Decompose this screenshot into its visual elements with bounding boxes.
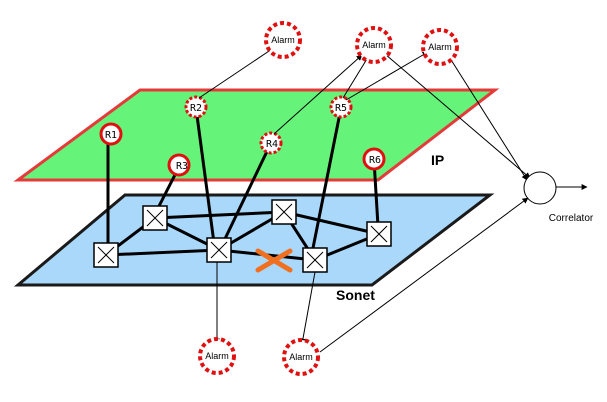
router-r2: R2 bbox=[184, 95, 208, 119]
router-label: R2 bbox=[190, 103, 202, 114]
alarm-top-1: Alarm bbox=[264, 21, 302, 59]
cross-box-icon bbox=[146, 209, 164, 227]
switch-6 bbox=[366, 221, 392, 247]
alarm-bottom-2: Alarm bbox=[282, 338, 320, 376]
cross-box-icon bbox=[97, 246, 115, 264]
alarm-arrows bbox=[198, 46, 429, 345]
sonet-layer bbox=[13, 193, 495, 287]
router-r5: R5 bbox=[329, 95, 353, 119]
router-r3: R3 bbox=[167, 153, 191, 177]
alarm-label: Alarm bbox=[362, 40, 386, 50]
router-label: R4 bbox=[266, 139, 278, 150]
router-label: R3 bbox=[176, 161, 188, 172]
router-label: R1 bbox=[105, 130, 117, 141]
switch-3 bbox=[206, 237, 232, 263]
router-label: R6 bbox=[369, 155, 381, 166]
switch-4 bbox=[271, 199, 297, 225]
switch-2 bbox=[142, 205, 168, 231]
router-r1: R1 bbox=[99, 122, 123, 146]
x-mark-icon bbox=[255, 248, 293, 273]
router-r4: R4 bbox=[259, 131, 283, 155]
switch-5 bbox=[302, 247, 328, 273]
alarm-top-3: Alarm bbox=[421, 28, 459, 66]
sonet-layer-label: Sonet bbox=[336, 287, 375, 303]
router-r6: R6 bbox=[362, 147, 386, 171]
cross-box-icon bbox=[275, 203, 293, 221]
ip-layer-label: IP bbox=[431, 152, 444, 168]
correlator-node bbox=[523, 171, 557, 205]
correlator-arrows bbox=[319, 53, 588, 353]
alarm-label: Alarm bbox=[289, 352, 313, 362]
router-label: R5 bbox=[335, 103, 347, 114]
ip-layer bbox=[13, 88, 500, 182]
alarm-label: Alarm bbox=[205, 351, 229, 361]
cross-box-icon bbox=[370, 225, 388, 243]
alarm-label: Alarm bbox=[428, 42, 452, 52]
alarm-top-2: Alarm bbox=[355, 26, 393, 64]
switch-1 bbox=[93, 242, 119, 268]
cross-box-icon bbox=[210, 241, 228, 259]
correlator-label: Correlator bbox=[549, 213, 594, 224]
alarm-label: Alarm bbox=[271, 35, 295, 45]
cross-box-icon bbox=[306, 251, 324, 269]
alarm-bottom-1: Alarm bbox=[198, 337, 236, 375]
